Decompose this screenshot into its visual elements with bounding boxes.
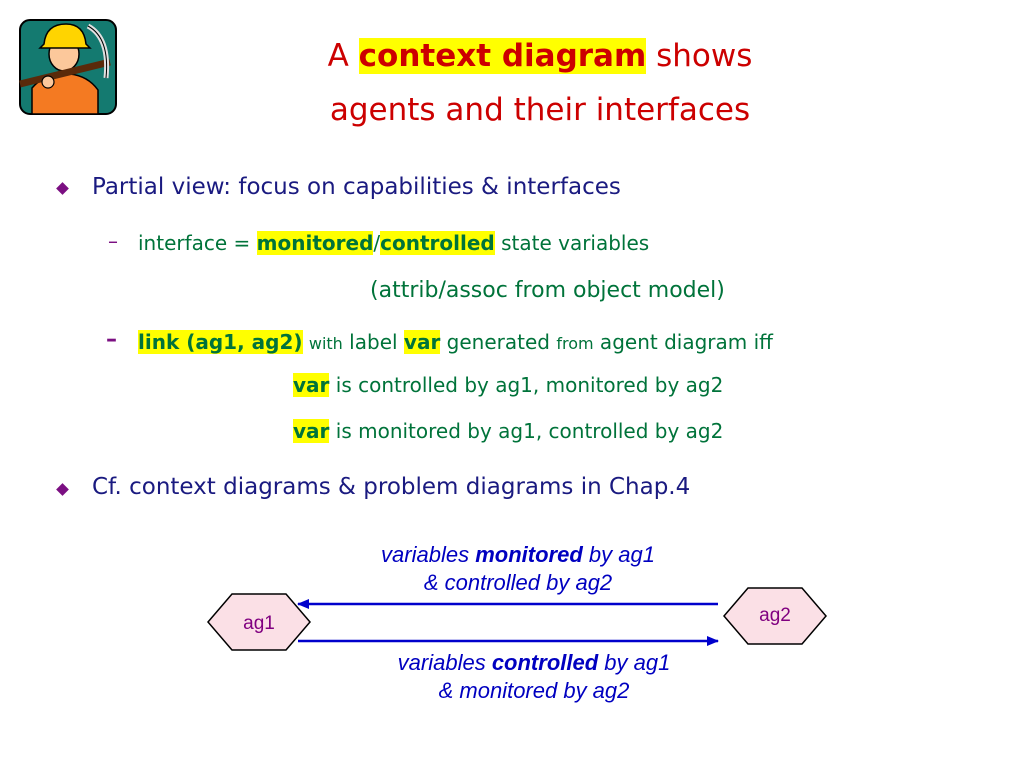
condition-monitored-by-ag1: var is monitored by ag1, controlled by a…	[293, 419, 724, 443]
slide-title-line2: agents and their interfaces	[329, 92, 751, 128]
sub-bullet-interface-note: (attrib/assoc from object model)	[370, 278, 725, 303]
controlled-highlight: controlled	[380, 231, 495, 255]
sub-bullet-dash: –	[108, 229, 118, 253]
agent-node-ag1	[207, 593, 311, 651]
bottom-arrow-caption-line2: & monitored by ag2	[438, 678, 630, 703]
ag1-label: ag1	[243, 613, 275, 634]
top-arrow-caption-line2: & controlled by ag2	[423, 570, 613, 595]
monitored-highlight: monitored	[256, 231, 374, 255]
slide-title-line1: A context diagram shows	[327, 38, 753, 74]
link-highlight: link (ag1, ag2)	[138, 330, 303, 354]
ag2-label: ag2	[759, 605, 791, 626]
sub-bullet-interface: interface = monitored/controlled state v…	[138, 231, 650, 255]
top-arrow-caption: variables monitored by ag1	[381, 542, 655, 567]
bottom-arrow-caption: variables controlled by ag1	[397, 650, 671, 675]
miner-logo-icon	[19, 19, 117, 115]
agent-node-ag2	[723, 587, 827, 645]
var-highlight: var	[403, 330, 441, 354]
bullet-text-partial-view: Partial view: focus on capabilities & in…	[92, 174, 621, 200]
bullet-text-cf-context: Cf. context diagrams & problem diagrams …	[92, 474, 691, 500]
condition-controlled-by-ag1: var is controlled by ag1, monitored by a…	[293, 373, 724, 397]
sub-bullet-link: link (ag1, ag2) with label var generated…	[138, 330, 773, 354]
title-highlight: context diagram	[358, 38, 647, 74]
sub-bullet-dash-bold: –	[106, 327, 117, 352]
